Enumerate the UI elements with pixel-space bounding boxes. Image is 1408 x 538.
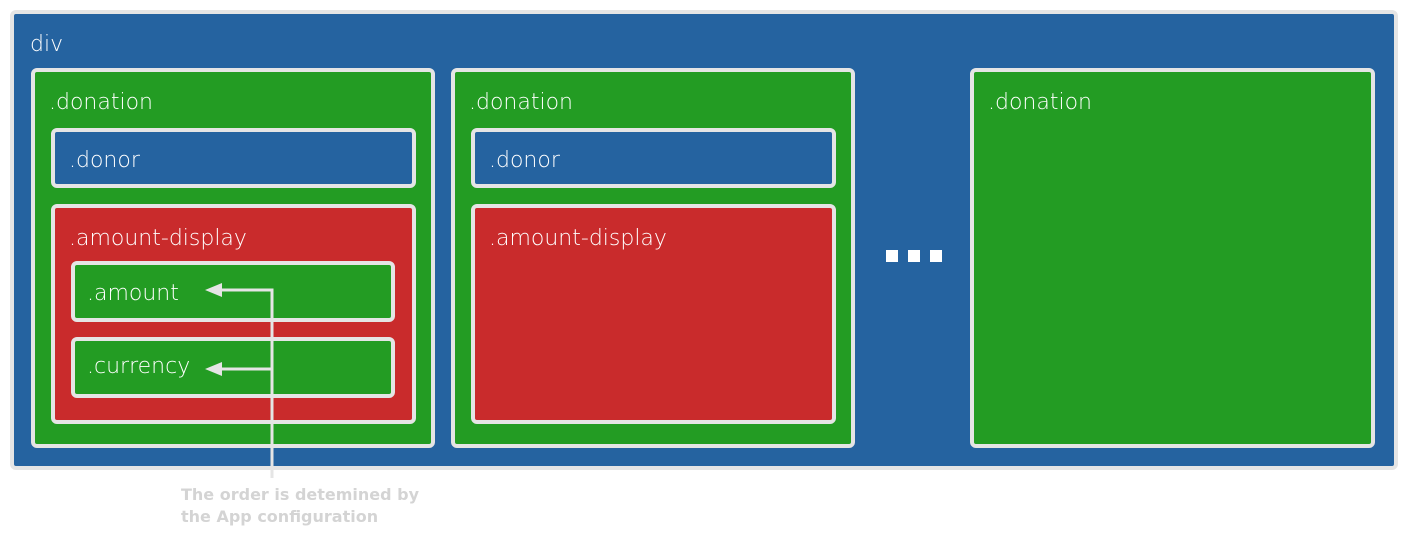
amount-display-box-2: .amount-display [471,204,836,424]
order-note: The order is detemined by the App config… [181,484,419,528]
ellipsis-dot [886,250,898,262]
donor-label-1: .donor [69,148,140,173]
currency-arrowhead-icon [205,362,222,376]
donation-box-3: .donation [970,68,1375,448]
root-div-label: div [30,32,64,57]
donation-label-3: .donation [988,90,1092,115]
amount-display-label-2: .amount-display [489,226,667,251]
ellipsis-icon [886,250,942,264]
ellipsis-dot [930,250,942,262]
arrow-line [222,288,274,478]
currency-label: .currency [87,354,191,379]
donation-label-2: .donation [469,90,573,115]
amount-label: .amount [87,281,179,306]
amount-display-label-1: .amount-display [69,226,247,251]
amount-arrowhead-icon [205,283,222,297]
donor-box-1: .donor [51,128,416,188]
ellipsis-dot [908,250,920,262]
order-note-line-1: The order is detemined by [181,485,420,504]
donation-label-1: .donation [49,90,153,115]
donor-label-2: .donor [489,148,560,173]
donor-box-2: .donor [471,128,836,188]
order-note-line-2: the App configuration [181,507,379,526]
